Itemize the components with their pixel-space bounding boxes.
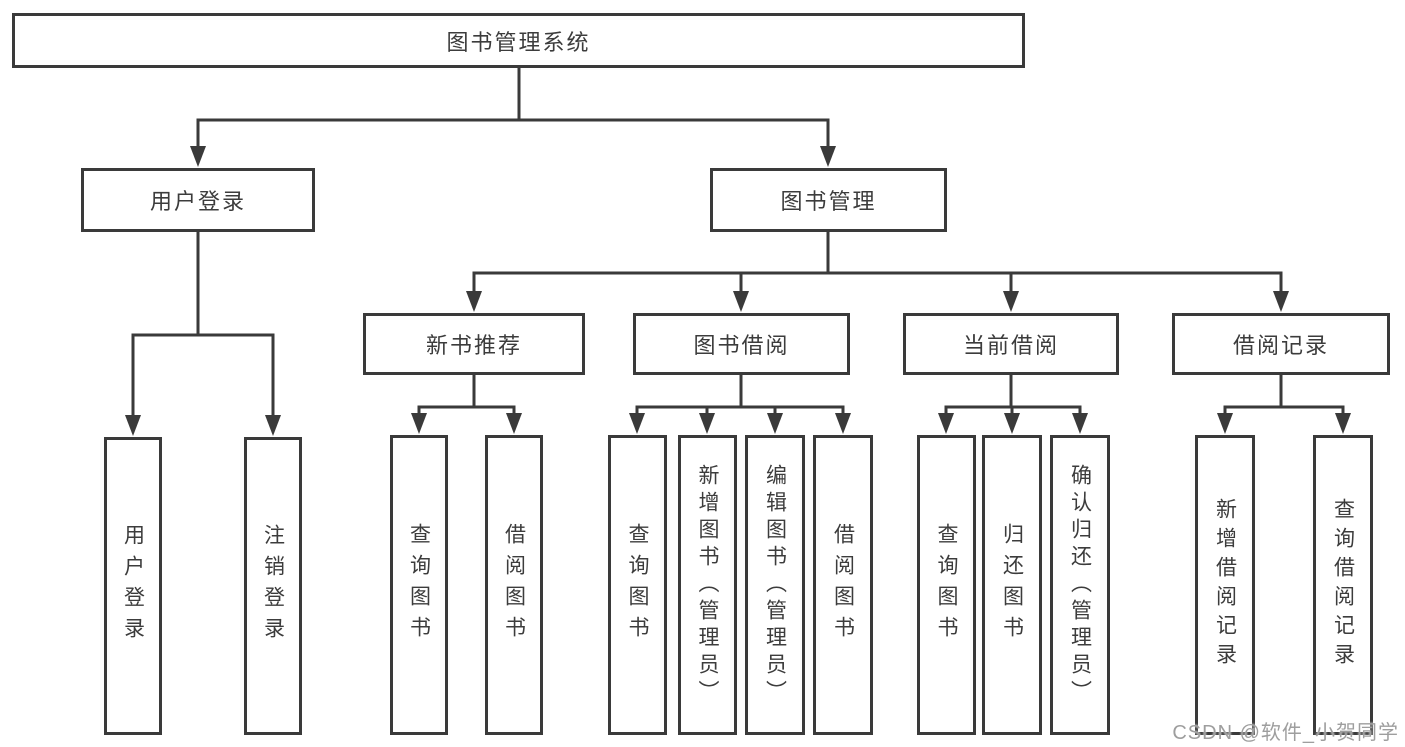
leaf-borrow-edit-books-label: 编辑图书（管理员）: [763, 463, 787, 707]
node-new-book-recommend-label: 新书推荐: [425, 333, 522, 358]
leaf-records-query-record: 查询借阅记录: [1313, 435, 1373, 735]
node-book-management: 图书管理: [710, 168, 947, 232]
csdn-watermark: CSDN @软件_小贺同学: [1172, 722, 1399, 744]
leaf-borrow-query-books-label: 查询图书: [626, 523, 649, 647]
node-new-book-recommend: 新书推荐: [363, 313, 585, 375]
leaf-logout-label: 注销登录: [261, 524, 285, 648]
node-borrow-records-label: 借阅记录: [1232, 333, 1329, 358]
leaf-records-query-record-label: 查询借阅记录: [1331, 498, 1355, 672]
leaf-current-confirm-return-label: 确认归还（管理员）: [1068, 463, 1092, 707]
node-current-borrow: 当前借阅: [903, 313, 1119, 375]
leaf-borrow-query-books: 查询图书: [608, 435, 667, 735]
arrowheads: [125, 146, 1351, 436]
leaf-recommend-borrow-books: 借阅图书: [485, 435, 543, 735]
node-user-login-label: 用户登录: [149, 189, 246, 214]
leaf-current-confirm-return: 确认归还（管理员）: [1050, 435, 1110, 735]
leaf-recommend-query-books-label: 查询图书: [407, 523, 431, 647]
leaf-recommend-borrow-books-label: 借阅图书: [502, 523, 526, 647]
node-book-management-label: 图书管理: [780, 189, 877, 214]
leaf-current-query-books-label: 查询图书: [935, 523, 958, 647]
node-root-system-label: 图书管理系统: [446, 29, 591, 55]
leaf-current-query-books: 查询图书: [917, 435, 976, 735]
leaf-borrow-borrow-books-label: 借阅图书: [831, 523, 855, 647]
leaf-borrow-add-books-label: 新增图书（管理员）: [696, 463, 719, 707]
node-current-borrow-label: 当前借阅: [962, 333, 1059, 358]
node-book-borrow: 图书借阅: [633, 313, 850, 375]
leaf-recommend-query-books: 查询图书: [390, 435, 448, 735]
leaf-current-return-books: 归还图书: [982, 435, 1042, 735]
node-root-system: 图书管理系统: [12, 13, 1025, 68]
leaf-current-return-books-label: 归还图书: [1000, 523, 1024, 647]
leaf-borrow-edit-books: 编辑图书（管理员）: [745, 435, 805, 735]
leaf-records-add-record-label: 新增借阅记录: [1213, 498, 1237, 672]
leaf-user-login: 用户登录: [104, 437, 162, 735]
node-book-borrow-label: 图书借阅: [693, 333, 790, 358]
leaf-borrow-add-books: 新增图书（管理员）: [678, 435, 737, 735]
node-user-login: 用户登录: [81, 168, 315, 232]
leaf-borrow-borrow-books: 借阅图书: [813, 435, 873, 735]
node-borrow-records: 借阅记录: [1172, 313, 1390, 375]
leaf-records-add-record: 新增借阅记录: [1195, 435, 1255, 735]
leaf-logout: 注销登录: [244, 437, 302, 735]
leaf-user-login-label: 用户登录: [121, 524, 145, 648]
